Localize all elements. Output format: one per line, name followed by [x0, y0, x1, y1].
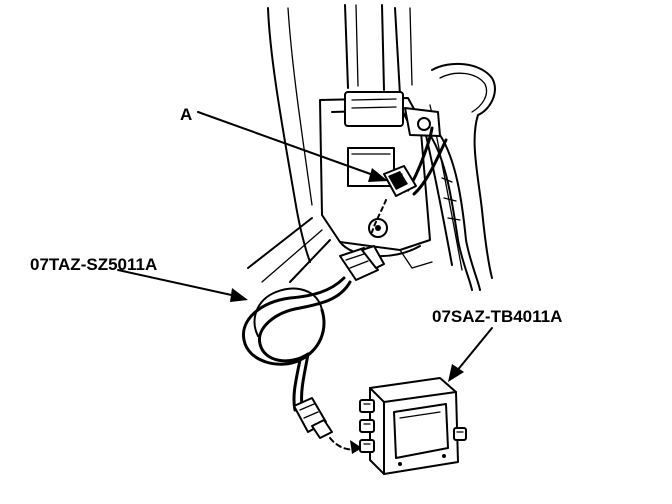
test-harness — [242, 245, 385, 439]
label-box-part-number: 07SAZ-TB4011A — [432, 307, 562, 326]
label-connector-a: A — [180, 105, 192, 124]
leader-line-a — [197, 111, 388, 182]
leader-line-harness — [117, 269, 248, 302]
test-box — [359, 377, 467, 475]
vehicle-wire-harness — [406, 126, 481, 291]
plug-to-box-arrow — [329, 437, 362, 454]
connector-a — [383, 165, 417, 197]
label-harness-part-number: 07TAZ-SZ5011A — [30, 255, 157, 274]
leader-line-box — [448, 327, 493, 382]
connection-guide-arrow — [371, 199, 387, 233]
